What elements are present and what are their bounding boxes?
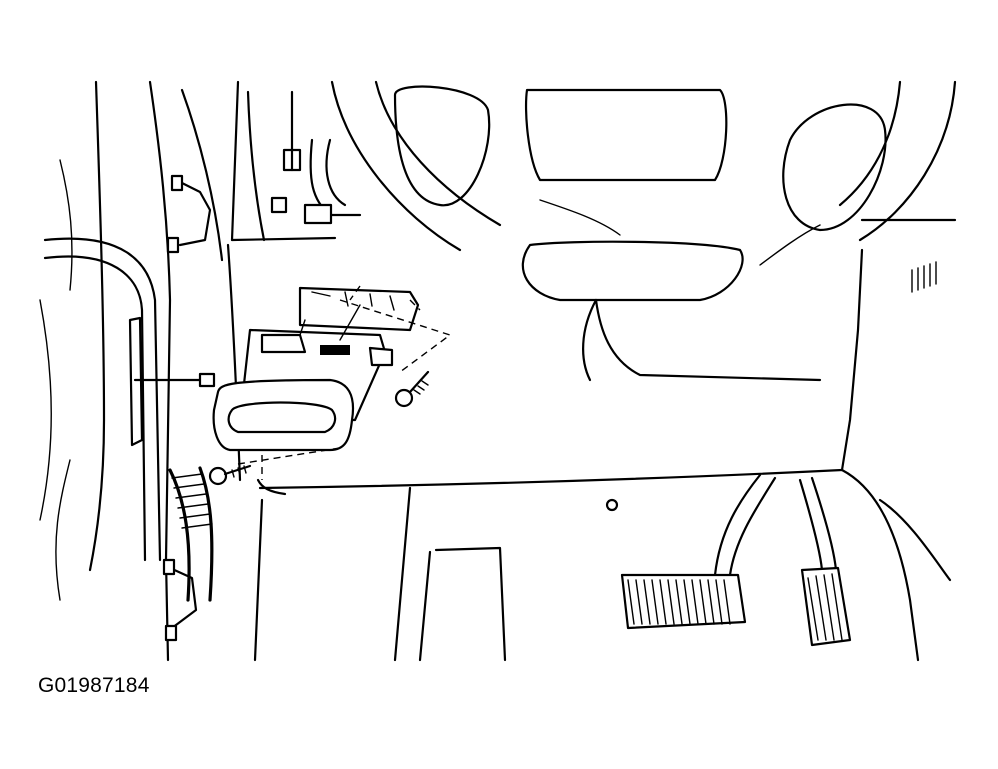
- floor-area: [253, 468, 952, 662]
- steering-column-area: [230, 80, 362, 242]
- a-pillar-door-frame: [39, 80, 224, 662]
- pedal-linkage: [713, 473, 838, 577]
- speaker-grille: [911, 261, 937, 293]
- accelerator-pedal: [800, 566, 852, 647]
- screw-upper: [394, 370, 430, 408]
- corrugated-conduit: [168, 466, 214, 602]
- wiring-harness-clips: [162, 174, 216, 642]
- alignment-dashed-lines: [237, 285, 452, 480]
- steering-wheel: [330, 80, 957, 382]
- screw-lower: [208, 464, 252, 486]
- figure-id-label: G01987184: [38, 674, 150, 697]
- brake-pedal: [620, 573, 747, 630]
- air-vent-assembly: [212, 286, 420, 452]
